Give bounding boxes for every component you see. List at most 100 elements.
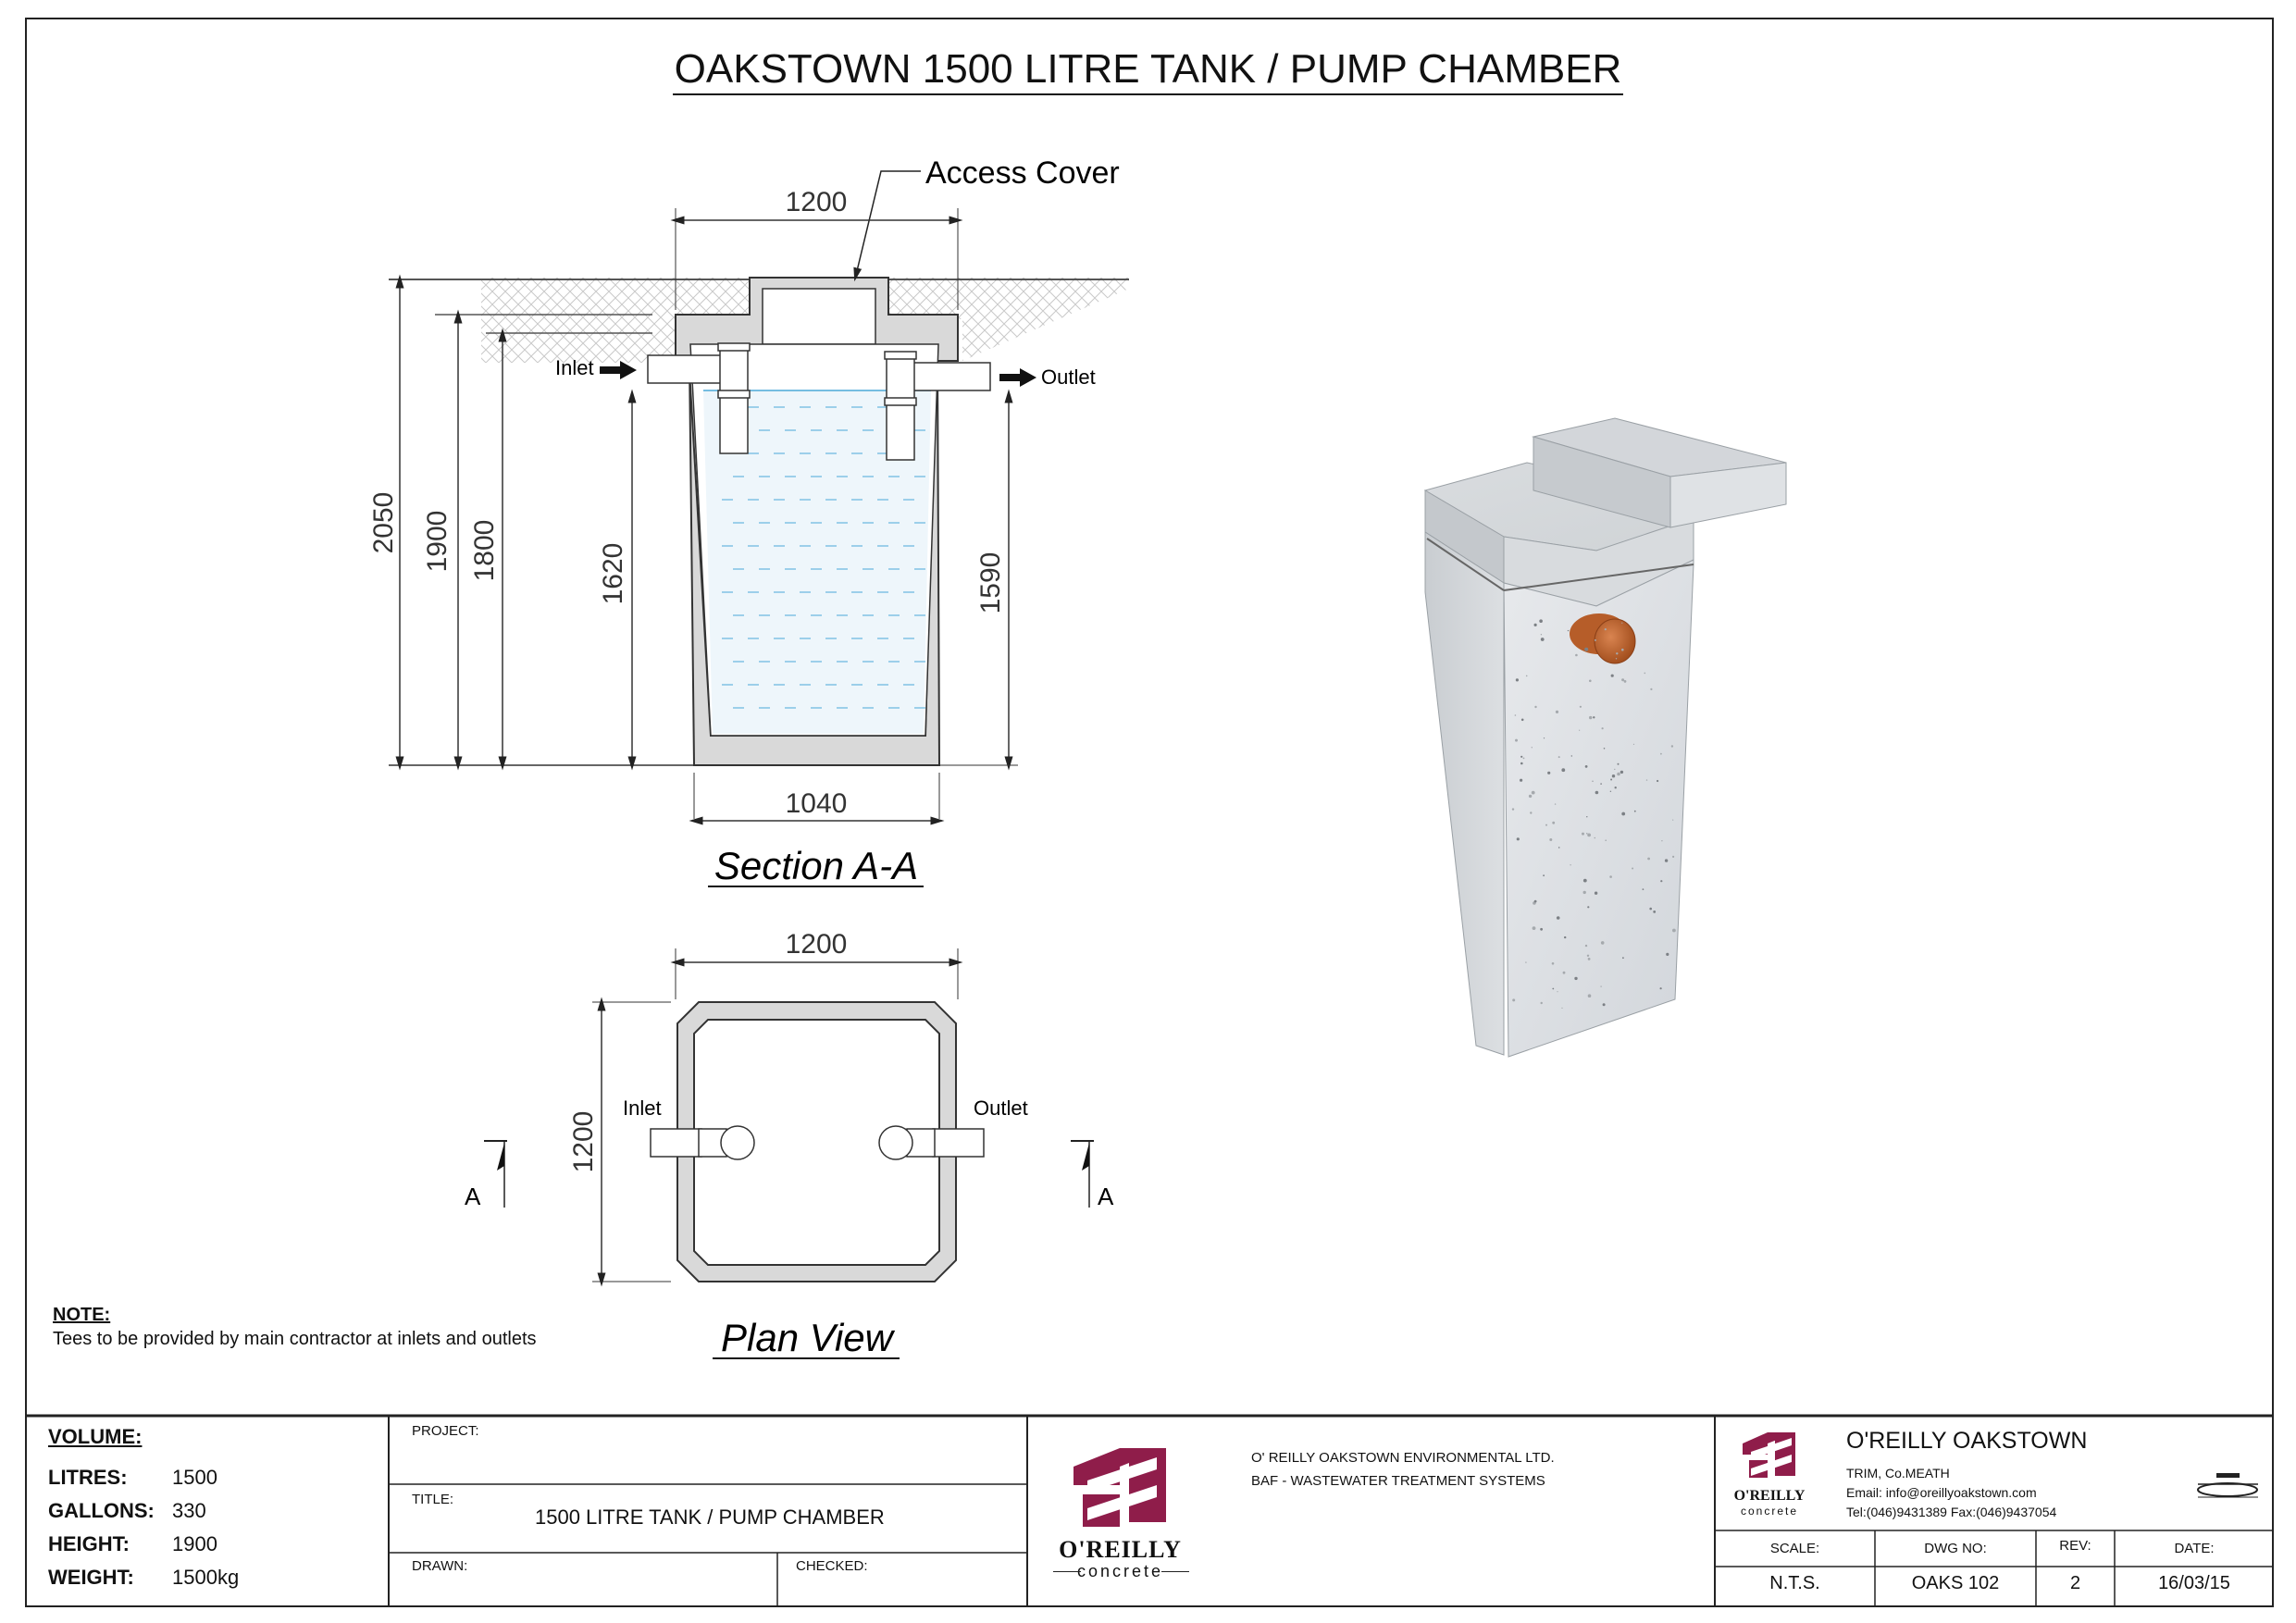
dim-plan-depth: 1200 <box>568 1111 599 1173</box>
section-arrow-right-icon <box>1082 1143 1089 1171</box>
project-label: PROJECT: <box>412 1423 479 1439</box>
concrete-speckle <box>1605 839 1607 841</box>
concrete-speckle <box>1531 747 1533 749</box>
concrete-speckle <box>1621 812 1626 816</box>
concrete-speckle <box>1540 1001 1543 1005</box>
plan-tank-wall <box>676 1001 957 1282</box>
concrete-speckle <box>1525 961 1527 963</box>
concrete-speckle <box>1661 840 1663 842</box>
concrete-speckle <box>1660 752 1662 755</box>
outlet-arrow-icon <box>999 368 1036 387</box>
section-caption: Section A-A <box>714 844 918 887</box>
concrete-speckle <box>1561 1007 1563 1009</box>
concrete-speckle <box>1545 824 1547 826</box>
concrete-speckle <box>1593 716 1595 719</box>
volume-heading: VOLUME: <box>48 1425 143 1448</box>
render-pipe-face <box>1594 618 1636 664</box>
concrete-speckle <box>1586 833 1588 835</box>
outlet-tee <box>886 355 915 461</box>
concrete-speckle <box>1592 780 1594 782</box>
concrete-speckle <box>1520 718 1524 722</box>
concrete-speckle <box>1621 648 1624 651</box>
spec-row: HEIGHT: 1900 <box>48 1532 217 1556</box>
plan-inlet-pipe <box>650 1128 702 1158</box>
tank-3d-render <box>1423 417 1787 1058</box>
concrete-speckle <box>1672 928 1676 933</box>
logo-rule <box>1161 1571 1189 1572</box>
concrete-speckle <box>1554 803 1557 805</box>
checked-label: CHECKED: <box>796 1558 868 1574</box>
water-dashes <box>722 406 925 709</box>
concrete-speckle <box>1557 991 1558 993</box>
concrete-speckle <box>1539 619 1543 623</box>
dim-1900: 1900 <box>422 511 453 573</box>
drawn-label: DRAWN: <box>412 1558 468 1574</box>
concrete-speckle <box>1594 891 1598 895</box>
concrete-speckle <box>1570 755 1572 757</box>
dim-1620: 1620 <box>598 543 628 605</box>
inlet-tee-flange <box>717 390 751 399</box>
outlet-label: Outlet <box>1041 365 1096 389</box>
concrete-speckle <box>1666 952 1669 956</box>
concrete-speckle <box>1520 778 1523 782</box>
company-phone: Tel:(046)9431389 Fax:(046)9437054 <box>1846 1505 2057 1519</box>
concrete-speckle <box>1672 855 1675 858</box>
concrete-speckle <box>1547 771 1551 774</box>
concrete-speckle <box>1632 867 1634 870</box>
spec-value: 1900 <box>172 1532 217 1555</box>
concrete-speckle <box>1558 847 1560 849</box>
dim-1590: 1590 <box>975 552 1006 614</box>
concrete-speckle <box>1647 857 1650 861</box>
concrete-speckle <box>1516 837 1520 841</box>
plan-outlet-label: Outlet <box>974 1096 1028 1120</box>
concrete-speckle <box>1602 1003 1606 1007</box>
concrete-speckle <box>1579 705 1582 708</box>
dim-2050: 2050 <box>368 492 399 554</box>
concrete-speckle <box>1584 944 1588 948</box>
concrete-speckle <box>1514 714 1517 716</box>
concrete-speckle <box>1540 634 1543 636</box>
spec-key: LITRES: <box>48 1466 128 1489</box>
plan-inlet-label: Inlet <box>623 1096 662 1120</box>
concrete-speckle <box>1594 836 1596 839</box>
spec-row: WEIGHT: 1500kg <box>48 1566 239 1590</box>
oreilly-logo-small-icon <box>1743 1432 1795 1478</box>
concrete-speckle <box>1530 812 1533 814</box>
dim-1800: 1800 <box>469 520 500 582</box>
concrete-speckle <box>1664 859 1669 862</box>
concrete-speckle <box>1512 998 1516 1002</box>
access-cover-label: Access Cover <box>925 155 1120 191</box>
concrete-speckle <box>1584 647 1589 651</box>
concrete-speckle <box>1552 821 1556 824</box>
note-block: NOTE: Tees to be provided by main contra… <box>53 1305 537 1350</box>
drawing-title-text: OAKSTOWN 1500 LITRE TANK / PUMP CHAMBER <box>672 46 1624 95</box>
company-email: Email: info@oreillyoakstown.com <box>1846 1485 2037 1500</box>
section-arrow-left-icon <box>497 1143 504 1171</box>
concrete-speckle <box>1621 678 1625 682</box>
concrete-speckle <box>1645 779 1648 781</box>
concrete-speckle <box>1579 729 1581 731</box>
concrete-speckle <box>1603 748 1606 750</box>
note-heading: NOTE: <box>53 1305 111 1325</box>
concrete-speckle <box>1617 762 1620 765</box>
concrete-speckle <box>1543 874 1545 877</box>
title-value: 1500 LITRE TANK / PUMP CHAMBER <box>535 1505 885 1529</box>
spec-row: GALLONS: 330 <box>48 1499 206 1523</box>
concrete-speckle <box>1600 985 1602 987</box>
logo-sub-small: concrete <box>1740 1505 1799 1518</box>
dim-bottom-width: 1040 <box>786 788 848 819</box>
dwg-value: OAKS 102 <box>1911 1573 2000 1593</box>
concrete-speckle <box>1511 808 1515 811</box>
concrete-speckle <box>1558 756 1560 759</box>
concrete-speckle <box>1609 790 1612 792</box>
logo-name: O'REILLY <box>1059 1536 1182 1563</box>
inlet-tee <box>719 346 749 454</box>
concrete-speckle <box>1616 652 1619 655</box>
concrete-speckle <box>1587 906 1590 909</box>
spec-key: WEIGHT: <box>48 1566 134 1589</box>
concrete-speckle <box>1533 899 1537 903</box>
inlet-arrow-icon <box>600 361 637 379</box>
concrete-speckle <box>1582 832 1584 836</box>
inlet-label: Inlet <box>555 356 594 379</box>
concrete-speckle <box>1589 679 1592 683</box>
